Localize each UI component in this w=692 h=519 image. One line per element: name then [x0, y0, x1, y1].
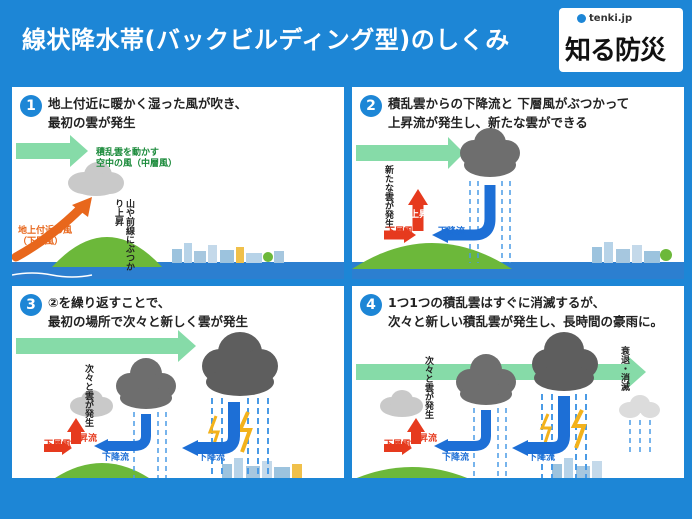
- hill: [52, 237, 162, 267]
- step-number-4: 4: [360, 294, 382, 316]
- downdraft-label-1: 下降流: [102, 453, 130, 463]
- panel-step-3: 3 ②を繰り返すことで、 最初の場所で次々と新しく雲が発生 次々と雲が発生 上昇…: [12, 286, 344, 478]
- panel-step-4: 4 1つ1つの積乱雲はすぐに消滅するが、 次々と新しい積乱雲が発生し、長時間の豪…: [352, 286, 684, 478]
- fading-cloud: [619, 395, 660, 418]
- uplift-note: 山や前線にぶつかり上昇: [113, 199, 134, 271]
- lightning-icon: [539, 413, 553, 447]
- scene-step-3: [16, 330, 302, 478]
- page-title: 線状降水帯(バックビルディング型)のしくみ: [22, 26, 510, 54]
- heavy-rain: [541, 394, 587, 478]
- header: 線状降水帯(バックビルディング型)のしくみ tenki.jp 知る防災: [0, 0, 692, 80]
- mid-level-wind-arrow: [356, 137, 464, 169]
- caption-step-4: 1つ1つの積乱雲はすぐに消滅するが、 次々と新しい積乱雲が発生し、長時間の豪雨に…: [388, 295, 664, 329]
- hill: [357, 467, 467, 478]
- downdraft-label-2: 下降流: [528, 453, 556, 463]
- updraft-label: 上昇流: [70, 434, 98, 444]
- lightning-icon: [207, 415, 221, 451]
- mid-wind-label-bottom: 空中の風（中層風）: [96, 159, 178, 169]
- step-number-2: 2: [360, 95, 382, 117]
- downdraft-label: 下降流: [438, 227, 466, 237]
- downdraft-label-2: 下降流: [198, 453, 226, 463]
- mid-level-wind-arrow: [16, 135, 88, 167]
- caption-step-1: 地上付近に暖かく湿った風が吹き、 最初の雲が発生: [48, 96, 248, 130]
- caption-step-3: ②を繰り返すことで、 最初の場所で次々と新しく雲が発生: [48, 295, 249, 329]
- tenki-logo-icon: [577, 14, 586, 23]
- fade-note: 衰退・消滅: [619, 346, 629, 391]
- rain: [469, 181, 511, 263]
- new-cloud-note: 次々と雲が発生: [423, 356, 433, 419]
- step-number-1: 1: [20, 95, 42, 117]
- town-buildings: [172, 243, 284, 263]
- small-cloud: [70, 390, 113, 417]
- downdraft-arrow: [108, 414, 151, 451]
- downdraft-arrow-large: [198, 402, 240, 454]
- cumulonimbus-cloud-large: [202, 332, 278, 396]
- updraft-label: 上昇流: [410, 434, 438, 444]
- cumulonimbus-cloud-middle: [456, 354, 516, 405]
- low-wind-label: 下層風: [44, 440, 72, 450]
- town-buildings: [592, 242, 672, 263]
- low-wind-label: 下層風: [386, 227, 414, 237]
- new-cloud-note: 新たな雲が発生: [383, 165, 393, 228]
- mid-level-wind-arrow: [16, 330, 196, 362]
- mid-wind-label-top: 積乱雲を動かす: [96, 148, 160, 158]
- lightning-icon: [236, 411, 253, 453]
- logo-brand: 知る防災: [565, 36, 666, 66]
- scene-step-2: [352, 128, 684, 279]
- hill: [55, 463, 149, 478]
- scene-step-1: [12, 135, 344, 279]
- downdraft-arrow: [448, 410, 491, 451]
- step-number-3: 3: [20, 294, 42, 316]
- lightning-icon: [570, 409, 587, 449]
- cumulonimbus-cloud-large: [532, 332, 598, 391]
- rain: [473, 408, 651, 478]
- scene-step-4: [356, 332, 660, 478]
- tenki-logo[interactable]: tenki.jp 知る防災: [559, 8, 683, 72]
- downdraft-arrow-large: [528, 396, 570, 454]
- low-wind-label-bottom: （下層風）: [18, 237, 64, 247]
- town-buildings: [222, 458, 302, 478]
- updraft-label: 上昇流: [410, 210, 438, 220]
- low-wind-label: 下層風: [384, 440, 412, 450]
- caption-step-2: 積乱雲からの下降流と 下層風がぶつかって 上昇流が発生し、新たな雲ができる: [388, 96, 630, 130]
- hill: [352, 243, 512, 269]
- new-cloud-note: 次々と雲が発生: [83, 364, 93, 427]
- panel-step-2: 2 積乱雲からの下降流と 下層風がぶつかって 上昇流が発生し、新たな雲ができる …: [352, 87, 684, 279]
- panel-step-1: 1 地上付近に暖かく湿った風が吹き、 最初の雲が発生 積乱雲を動かす 空中の風（…: [12, 87, 344, 279]
- small-cloud: [380, 390, 423, 417]
- rain: [133, 412, 167, 478]
- low-wind-label-top: 地上付近の風: [18, 226, 73, 236]
- downdraft-arrow: [448, 185, 496, 241]
- low-level-wind-arrow: [12, 202, 87, 262]
- downdraft-label-1: 下降流: [442, 453, 470, 463]
- first-cloud: [68, 162, 124, 196]
- cumulonimbus-cloud: [460, 128, 520, 177]
- logo-site-name: tenki.jp: [589, 13, 633, 24]
- cumulonimbus-cloud-middle: [116, 358, 176, 409]
